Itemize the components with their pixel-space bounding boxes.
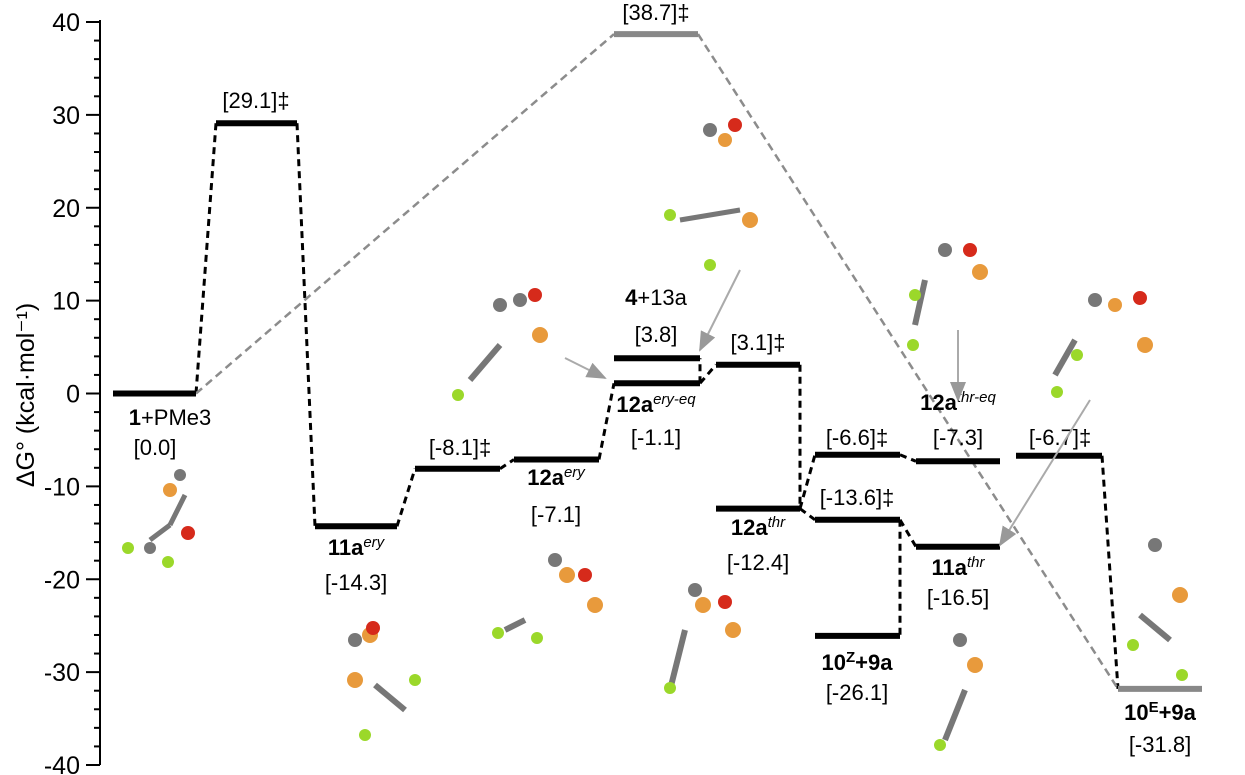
level-name-12a_ery_eq: 12aery-eq — [616, 391, 696, 418]
level-value-ts6: [-6.7]‡ — [1029, 425, 1091, 450]
molecule-structure-pictures — [122, 118, 1188, 751]
connector-12a_thr-to-ts4 — [799, 507, 816, 522]
level-name-10Z_9a: 10Z+9a — [822, 649, 894, 676]
molecule-12a-ery-picture — [492, 553, 603, 644]
level-name-11a_ery: 11aery — [328, 534, 386, 561]
level-name-12a_thr: 12athr — [731, 514, 786, 541]
level-name-11a_thr: 11athr — [931, 554, 985, 581]
connector-12a_ery_eq-to-ts3 — [698, 363, 718, 385]
energy-levels: [0.0] 1+PMe3 [29.1]‡ [38.7]‡ [-14.3] 11aery [-… — [113, 0, 1202, 757]
level-value-11a_thr: [-16.5] — [927, 585, 989, 610]
arrow-to-4-13a — [699, 269, 741, 352]
y-axis-ticks: 40 30 20 10 0 -10 -20 -30 -40 — [44, 9, 100, 775]
level-name-4_13a: 4+13a — [625, 285, 688, 310]
y-axis-title: ΔG° (kcal·mol⁻¹) — [12, 303, 40, 487]
level-value-ts3: [3.1]‡ — [730, 330, 785, 355]
connector-ts6-to-10E_9a — [1100, 455, 1120, 689]
level-value-12a_thr_eq: [-7.3] — [933, 425, 983, 450]
y-tick-label: -20 — [44, 566, 80, 594]
molecule-12a-thr-eq-picture — [907, 243, 988, 351]
connector-12a_ery-to-12a_ery_eq — [597, 382, 616, 460]
level-value-ts2: [-8.1]‡ — [429, 435, 491, 460]
molecule-12a-ery-eq-picture — [452, 288, 548, 401]
level-value-12a_ery: [-7.1] — [531, 502, 581, 527]
level-value-start: [0.0] — [134, 435, 177, 460]
connector-ts1-to-11a_ery — [295, 123, 317, 527]
molecule-12a-thr-picture — [664, 583, 741, 694]
connector-11a_ery-to-ts2 — [395, 468, 417, 527]
level-value-10E_9a: [-31.8] — [1129, 732, 1191, 757]
molecule-10Z-9a-picture — [934, 633, 983, 751]
connector-ts2-to-12a_ery — [499, 458, 515, 470]
level-value-ts4: [-13.6]‡ — [820, 485, 895, 510]
connector-ts5-to-12a_thr_eq — [899, 453, 917, 463]
y-tick-label: 0 — [66, 381, 80, 409]
level-name-12a_ery: 12aery — [527, 464, 586, 491]
connector-12a_thr-to-ts5 — [798, 454, 817, 510]
connector-start-to-ts_direct — [195, 33, 615, 395]
y-tick-label: -40 — [44, 752, 80, 775]
level-value-ts_direct: [38.7]‡ — [622, 0, 689, 25]
y-tick-label: 40 — [52, 9, 80, 37]
molecule-ts6-picture — [1051, 291, 1153, 398]
y-tick-label: -10 — [44, 473, 80, 501]
molecule-4-13a-picture — [664, 118, 758, 271]
y-tick-label: 30 — [52, 102, 80, 130]
arrow-to-12a-ery-eq — [564, 357, 607, 379]
connector-ts_direct-to-10E_9a — [696, 33, 1120, 690]
level-value-12a_ery_eq: [-1.1] — [631, 425, 681, 450]
y-tick-label: -30 — [44, 659, 80, 687]
connector-ts4-to-11a_thr — [898, 519, 918, 548]
molecule-start-picture — [122, 469, 195, 568]
level-value-ts5: [-6.6]‡ — [826, 425, 888, 450]
level-name-12a_thr_eq: 12athr-eq — [920, 389, 996, 416]
level-value-10Z_9a: [-26.1] — [826, 680, 888, 705]
connector-start-to-ts1 — [194, 123, 218, 394]
level-value-12a_thr: [-12.4] — [727, 550, 789, 575]
level-value-ts1: [29.1]‡ — [222, 88, 289, 113]
molecule-10E-9a-picture — [1127, 538, 1188, 681]
molecule-11a-ery-picture — [347, 621, 421, 741]
level-name-10E_9a: 10E+9a — [1124, 699, 1197, 726]
level-name-start: 1+PMe3 — [129, 405, 212, 430]
level-value-11a_ery: [-14.3] — [325, 570, 387, 595]
y-tick-label: 10 — [52, 288, 80, 316]
connector-lines — [194, 33, 1120, 690]
level-value-4_13a: [3.8] — [635, 322, 678, 347]
y-tick-label: 20 — [52, 195, 80, 223]
arrow-to-11a-thr — [998, 399, 1091, 547]
